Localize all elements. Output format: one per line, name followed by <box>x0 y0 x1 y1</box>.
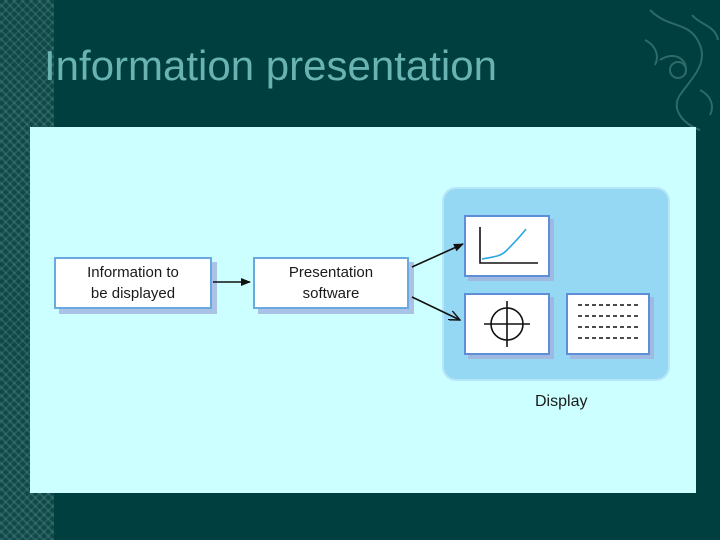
dashed-text-lines-icon <box>578 304 640 339</box>
floral-ornament-icon <box>644 9 719 131</box>
line-graph-icon <box>479 227 538 264</box>
display-group <box>442 187 670 381</box>
diagram-panel: Information to be displayed Presentation… <box>30 127 696 493</box>
line-chart-screen <box>464 215 550 277</box>
arrow-to-line-chart <box>411 243 464 268</box>
presentation-software-box: Presentation software <box>253 257 409 309</box>
information-to-be-displayed-box: Information to be displayed <box>54 257 212 309</box>
flow-arrows <box>213 243 464 493</box>
text-lines-screen <box>566 293 650 355</box>
arrow-to-crosshair <box>411 296 460 320</box>
crosshair-icon <box>484 301 530 347</box>
crosshair-screen <box>464 293 550 355</box>
display-label: Display <box>535 393 588 410</box>
slide-title: Information presentation <box>44 42 497 89</box>
